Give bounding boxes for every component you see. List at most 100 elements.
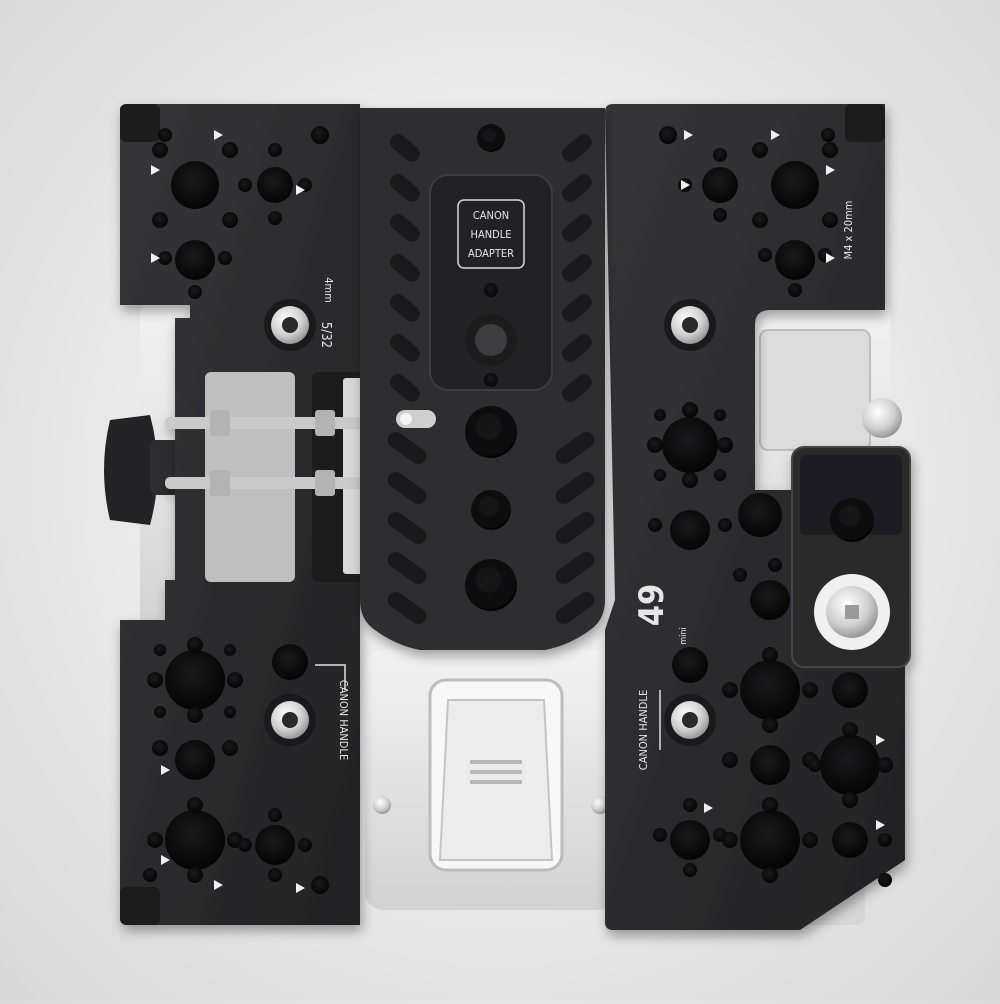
relief-slot xyxy=(390,294,420,322)
relief-slot xyxy=(555,431,595,465)
relief-slot xyxy=(387,511,427,545)
mounting-hole xyxy=(268,143,282,157)
indicator-arrow xyxy=(681,180,690,190)
mounting-hole xyxy=(670,510,710,550)
mounting-hole xyxy=(268,211,282,225)
mounting-hole xyxy=(227,672,243,688)
mounting-hole xyxy=(672,647,708,683)
mounting-hole xyxy=(822,212,838,228)
mounting-hole xyxy=(722,832,738,848)
handle-screws xyxy=(264,299,716,746)
mounting-hole xyxy=(298,838,312,852)
mounting-hole xyxy=(762,797,778,813)
mounting-hole xyxy=(175,240,215,280)
logo-sub: mini xyxy=(679,627,689,645)
mounting-hole xyxy=(714,469,726,481)
mounting-hole xyxy=(143,868,157,882)
right-canon-handle-label: CANON HANDLE xyxy=(637,690,650,770)
mounting-hole xyxy=(702,167,738,203)
mounting-hole xyxy=(820,735,880,795)
mounting-hole xyxy=(808,758,822,772)
mounting-hole xyxy=(788,283,802,297)
mounting-hole xyxy=(175,740,215,780)
mounting-hole xyxy=(821,128,835,142)
mounting-hole xyxy=(659,126,677,144)
indicator-arrow xyxy=(151,165,160,175)
screw-spec-label: M4 x 20mm xyxy=(842,201,855,260)
mounting-hole xyxy=(771,161,819,209)
mounting-hole xyxy=(740,660,800,720)
mounting-hole xyxy=(722,682,738,698)
mounting-hole xyxy=(238,838,252,852)
mounting-hole xyxy=(653,828,667,842)
mounting-hole xyxy=(654,409,666,421)
mounting-hole xyxy=(311,126,329,144)
left-canon-handle-label: CANON HANDLE xyxy=(337,680,350,760)
relief-slot xyxy=(387,551,427,585)
relief-slot xyxy=(555,511,595,545)
indicator-arrow xyxy=(296,185,305,195)
mounting-hole xyxy=(842,722,858,738)
mounting-hole xyxy=(832,822,868,858)
mounting-hole xyxy=(188,285,202,299)
screw-socket xyxy=(682,317,698,333)
mounting-hole xyxy=(255,825,295,865)
mounting-hole xyxy=(654,469,666,481)
indicator-arrow xyxy=(214,880,223,890)
mounting-hole xyxy=(171,161,219,209)
mounting-hole xyxy=(718,518,732,532)
mounting-hole xyxy=(832,672,868,708)
relief-slot xyxy=(562,294,592,322)
mounting-hole xyxy=(722,752,738,768)
relief-slot xyxy=(555,551,595,585)
mounting-hole xyxy=(682,402,698,418)
thread-size-label: 4mm xyxy=(322,277,335,303)
mounting-hole xyxy=(147,672,163,688)
indicator-arrow xyxy=(214,130,223,140)
mounting-hole xyxy=(222,212,238,228)
mounting-hole xyxy=(670,820,710,860)
mounting-hole xyxy=(822,142,838,158)
mounting-hole xyxy=(268,808,282,822)
mounting-hole xyxy=(222,740,238,756)
mounting-hole xyxy=(662,417,718,473)
relief-slot xyxy=(387,591,427,625)
mounting-hole xyxy=(158,128,172,142)
mounting-hole xyxy=(717,437,733,453)
relief-slot xyxy=(390,134,420,162)
relief-slot xyxy=(390,334,420,362)
mounting-hole xyxy=(768,558,782,572)
indicator-arrow xyxy=(826,253,835,263)
mounting-hole xyxy=(154,706,166,718)
mounting-hole xyxy=(311,876,329,894)
mounting-hole xyxy=(165,810,225,870)
mounting-hole xyxy=(648,518,662,532)
relief-slot xyxy=(390,174,420,202)
mounting-hole xyxy=(713,208,727,222)
mounting-hole xyxy=(714,409,726,421)
weight-relief-slots xyxy=(387,134,595,625)
mounting-hole xyxy=(187,797,203,813)
mounting-hole xyxy=(154,644,166,656)
indicator-arrow xyxy=(151,253,160,263)
mounting-hole xyxy=(224,706,236,718)
mounting-hole xyxy=(758,248,772,262)
relief-slot xyxy=(562,214,592,242)
mounting-hole xyxy=(268,868,282,882)
indicator-arrow xyxy=(876,820,885,830)
badge-line: ADAPTER xyxy=(468,247,514,260)
indicator-arrow xyxy=(161,855,170,865)
mounting-hole xyxy=(802,682,818,698)
relief-slot xyxy=(387,431,427,465)
mounting-hole xyxy=(158,251,172,265)
mounting-hole xyxy=(165,650,225,710)
mounting-hole xyxy=(224,644,236,656)
mounting-hole xyxy=(218,251,232,265)
left-label-tick xyxy=(315,664,346,690)
indicator-arrow xyxy=(296,883,305,893)
mounting-hole xyxy=(147,832,163,848)
relief-slot xyxy=(562,254,592,282)
indicator-arrow xyxy=(876,735,885,745)
mounting-hole xyxy=(713,148,727,162)
